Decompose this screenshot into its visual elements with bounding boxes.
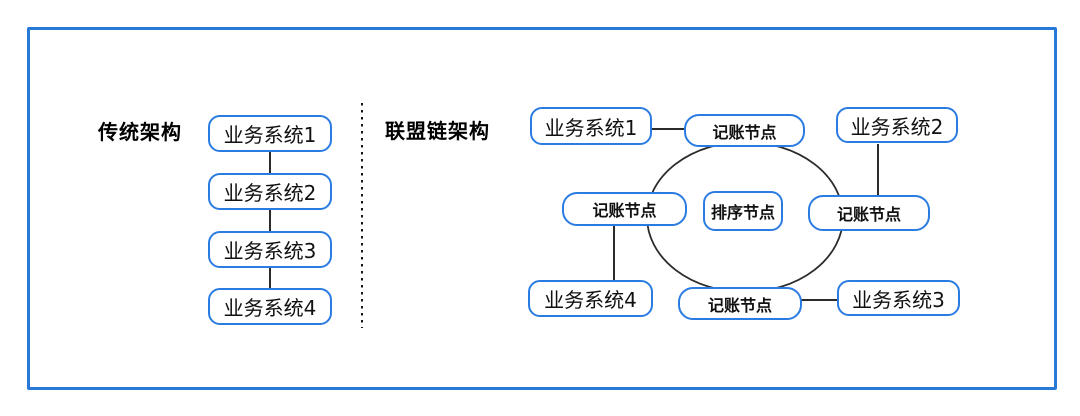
accounting-node-left-box: 记账节点 (562, 192, 687, 226)
accounting-node-right-box: 记账节点 (808, 195, 930, 231)
outer-frame (27, 27, 1057, 390)
traditional-architecture-heading: 传统架构 (98, 120, 182, 144)
consortium-chain-architecture-heading: 联盟链架构 (385, 119, 490, 143)
traditional-business-system-1-box: 业务系统1 (208, 115, 332, 152)
consortium-business-system-2-box: 业务系统2 (836, 107, 958, 143)
consortium-business-system-4-box: 业务系统4 (528, 280, 653, 317)
traditional-business-system-3-box: 业务系统3 (208, 231, 332, 268)
consortium-business-system-1-box: 业务系统1 (530, 107, 652, 145)
traditional-business-system-4-box: 业务系统4 (208, 288, 332, 325)
accounting-node-top-box: 记账节点 (684, 114, 805, 147)
accounting-node-bottom-box: 记账节点 (678, 287, 802, 320)
ordering-node-box: 排序节点 (703, 191, 783, 231)
traditional-business-system-2-box: 业务系统2 (208, 173, 332, 210)
consortium-business-system-3-box: 业务系统3 (837, 280, 960, 316)
